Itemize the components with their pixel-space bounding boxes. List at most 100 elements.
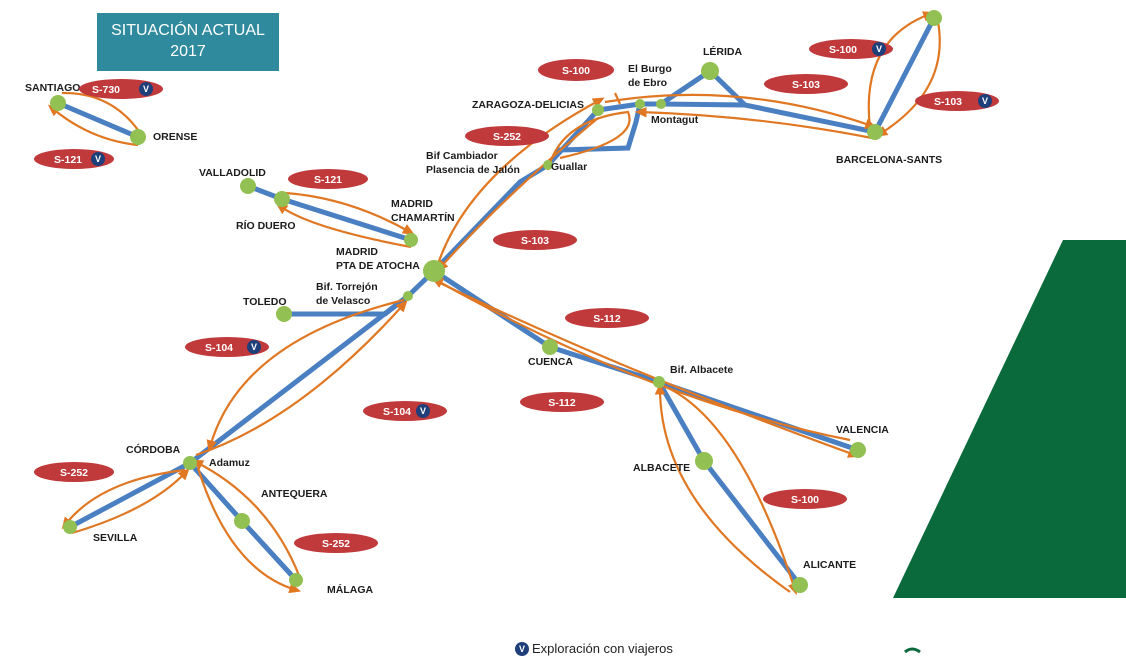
svc-zgz-bcn-a	[604, 93, 877, 129]
track-bifalb-albacete	[656, 379, 707, 464]
legend: V Exploración con viajeros	[515, 640, 673, 657]
tag-s252-zgz: S-252	[465, 126, 549, 146]
svc-guallar-loop	[546, 110, 631, 171]
tag-s104-b-text: S-104	[383, 406, 411, 418]
svc-torrejon-cordoba-a	[206, 298, 405, 453]
label-burgo-1: El Burgo	[628, 63, 672, 75]
tag-s121-a: S-121 V	[34, 149, 114, 169]
station-dot-malaga	[289, 573, 303, 587]
tag-s100-burgo: S-100	[538, 59, 614, 81]
station-dot-zaragoza	[592, 104, 604, 116]
label-torrejon-2: de Velasco	[316, 295, 370, 307]
v-badge-s104-b	[416, 404, 430, 418]
svc-cordoba-malaga-a	[196, 467, 302, 594]
station-dot-chamartin	[404, 233, 418, 247]
station-dot-rioduero	[274, 191, 290, 207]
label-malaga: MÁLAGA	[327, 583, 373, 596]
label-chamartin-2: CHAMARTÍN	[391, 211, 455, 224]
label-antequera: ANTEQUERA	[261, 488, 328, 500]
station-dot-valladolid	[240, 178, 256, 194]
tag-s103-bcn: S-103 V	[915, 91, 999, 111]
green-block	[893, 240, 1126, 598]
svc-santiago-orense-b	[47, 104, 139, 147]
tag-s100-alc: S-100	[763, 489, 847, 509]
label-barcelona: BARCELONA-SANTS	[836, 154, 942, 166]
station-dot-barcelona	[867, 124, 883, 140]
svc-cordoba-malaga-b	[191, 459, 302, 579]
service-lines	[47, 11, 941, 596]
tag-s121-b-text: S-121	[314, 174, 342, 186]
track-atocha-valencia	[431, 268, 861, 453]
label-sevilla: SEVILLA	[93, 532, 138, 544]
track-santiago-orense	[55, 100, 141, 140]
label-valencia: VALENCIA	[836, 424, 889, 436]
station-dot-cuenca	[542, 339, 558, 355]
label-alicante: ALICANTE	[803, 559, 856, 571]
label-santiago: SANTIAGO	[25, 82, 80, 94]
tag-s730: S-730 V	[79, 79, 163, 99]
tag-s112-b-text: S-112	[548, 397, 576, 409]
track-torrejon-cordoba	[187, 293, 411, 466]
station-dot-antequera	[234, 513, 250, 529]
label-zaragoza: ZARAGOZA-DELICIAS	[472, 99, 584, 111]
tag-s100-alc-text: S-100	[791, 494, 819, 506]
label-rioduero: RÍO DUERO	[236, 219, 296, 232]
svc-cordoba-sevilla-b	[71, 468, 190, 535]
svc-atocha-zaragoza-a	[436, 97, 605, 265]
tag-s252-mal-text: S-252	[322, 538, 350, 550]
svc-bcn-north-a	[867, 11, 935, 129]
track-albacete-alicante	[701, 458, 803, 588]
svc-rioduero-chamartin-a	[285, 191, 415, 235]
station-dot-bcn-north	[926, 10, 942, 26]
station-dot-burgo	[635, 99, 645, 109]
station-dot-orense	[130, 129, 146, 145]
v-badge-s103-text: V	[982, 96, 988, 106]
v-badge-s730	[139, 82, 153, 96]
tag-s121-b: S-121	[288, 169, 368, 189]
title-box: SITUACIÓN ACTUAL 2017	[97, 13, 279, 71]
label-atocha-2: PTA DE ATOCHA	[336, 260, 420, 272]
label-bifcambiador-2: Plasencia de Jalón	[426, 164, 520, 176]
v-badge-s121-text: V	[95, 154, 101, 164]
label-cordoba: CÓRDOBA	[126, 443, 181, 456]
station-dot-cordoba	[183, 456, 197, 470]
tag-s103-top: S-103	[764, 74, 848, 94]
v-badge-s104-b-text: V	[420, 406, 426, 416]
legend-text: Exploración con viajeros	[532, 641, 673, 656]
svc-atocha-valencia-b	[431, 277, 851, 442]
label-lerida: LÉRIDA	[703, 45, 743, 58]
track-barcelona-north	[872, 15, 937, 135]
tag-s103-mid: S-103	[493, 230, 577, 250]
tag-s112-b: S-112	[520, 392, 604, 412]
svc-pointer-burgo	[613, 92, 622, 105]
label-cuenca: CUENCA	[528, 356, 573, 368]
stations	[50, 10, 942, 593]
station-dot-guallar	[543, 160, 553, 170]
svc-cordoba-sevilla-a	[61, 468, 186, 530]
label-albacete: ALBACETE	[633, 462, 690, 474]
title-line-1: SITUACIÓN ACTUAL	[111, 22, 265, 39]
svc-santiago-orense-a	[61, 91, 139, 131]
v-badge-s100-text: V	[876, 44, 882, 54]
label-bifcambiador-1: Bif Cambiador	[426, 150, 498, 162]
label-toledo: TOLEDO	[243, 296, 287, 308]
tag-s103-top-text: S-103	[792, 79, 820, 91]
v-badge-s100	[872, 42, 886, 56]
label-chamartin-1: MADRID	[391, 198, 433, 210]
v-badge-s104-a-text: V	[251, 342, 257, 352]
station-dot-bifalbacete	[653, 376, 665, 388]
svc-atocha-zaragoza-b	[436, 117, 599, 272]
svc-rioduero-chamartin-b	[275, 202, 412, 249]
station-dot-atocha	[423, 260, 445, 282]
svc-atocha-valencia-a	[437, 281, 860, 458]
svc-bcn-north-b	[875, 21, 941, 137]
tag-s121-a-text: S-121	[54, 154, 82, 166]
tag-s100-burgo-text: S-100	[562, 65, 590, 77]
tag-s252-cor-text: S-252	[60, 467, 88, 479]
label-atocha-1: MADRID	[336, 246, 378, 258]
v-badge-s103	[978, 94, 992, 108]
tag-s252-mal: S-252	[294, 533, 378, 553]
green-mark	[904, 647, 921, 654]
track-rioduero-chamartin	[279, 196, 414, 243]
